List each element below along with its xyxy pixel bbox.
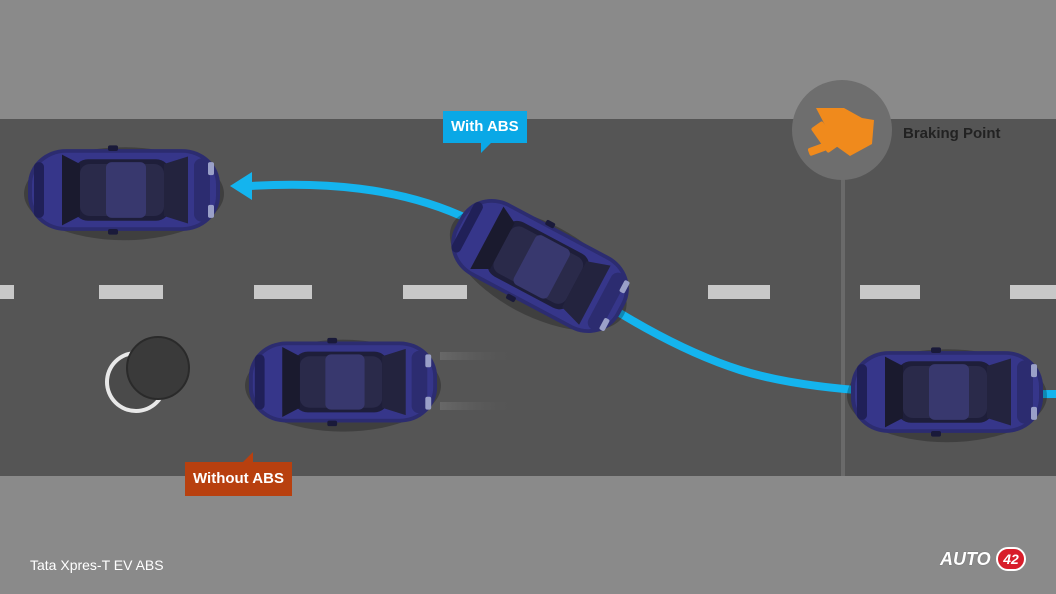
with-abs-label: With ABS [443, 111, 527, 153]
lane-markings [0, 285, 1056, 299]
image-caption: Tata Xpres-T EV ABS [30, 557, 164, 573]
brake-pedal-icon [807, 108, 874, 156]
braking-point-label: Braking Point [903, 125, 1001, 142]
without-abs-label: Without ABS [185, 452, 292, 496]
logo-text: AUTO [940, 549, 991, 569]
skid-lines [440, 352, 510, 410]
arrow-left-icon [230, 172, 252, 200]
car-start [847, 347, 1047, 443]
logo-badge: 42 [996, 547, 1026, 571]
manhole-icon [105, 336, 190, 413]
car-without-abs [245, 337, 441, 432]
car-with-abs-end [24, 145, 224, 241]
braking-point-line [841, 119, 845, 476]
